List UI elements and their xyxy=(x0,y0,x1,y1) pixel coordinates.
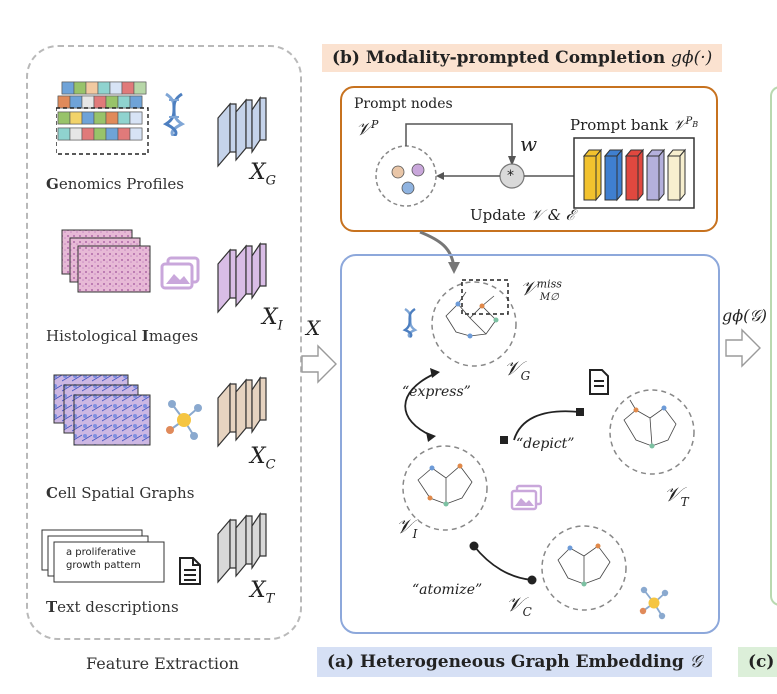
prompt-bank-bar-side xyxy=(637,148,644,202)
text-card-line-2: growth pattern xyxy=(66,560,141,571)
relation-depict: “depict” xyxy=(516,436,575,452)
vmiss-label: 𝒱missM∅ xyxy=(520,276,562,303)
heterogeneous-graph-box xyxy=(340,254,720,634)
vp-label: 𝒱P xyxy=(356,118,379,140)
vc-label: 𝒱C xyxy=(506,592,532,619)
g-phi-output-label: gϕ(𝒢) xyxy=(722,306,768,325)
prompt-bank-bar-side xyxy=(658,148,665,202)
histology-stack-icon xyxy=(60,228,160,298)
cell-graph-stack-icon xyxy=(52,373,162,453)
update-label: Update 𝒱 & ℰ xyxy=(470,206,575,224)
x-arrow-label: X xyxy=(306,316,321,340)
dna-icon-small xyxy=(402,308,418,338)
relation-express: “express” xyxy=(402,384,471,400)
prompt-bank-bar-side xyxy=(679,148,686,202)
feature-label-c: XC xyxy=(250,444,276,473)
feature-extraction-panel xyxy=(26,45,302,640)
feature-label-t: XT xyxy=(250,578,275,607)
multiply-operator: * xyxy=(507,168,514,184)
feature-label-i: XI xyxy=(262,305,283,334)
document-icon-small xyxy=(588,368,610,396)
vg-label: 𝒱G xyxy=(504,356,531,383)
panel-c-box xyxy=(770,86,777,606)
panel-a-title: (a) Heterogeneous Graph Embedding 𝒢 xyxy=(317,647,712,677)
prompt-nodes-label: Prompt nodes xyxy=(354,96,453,112)
w-label: w xyxy=(520,132,538,156)
feature-extraction-label: Feature Extraction xyxy=(86,654,239,673)
prompt-completion-box xyxy=(340,86,718,232)
dna-icon xyxy=(162,92,186,136)
text-card-line-1: a proliferative xyxy=(66,547,136,558)
vt-label: 𝒱T xyxy=(664,482,689,509)
molecule-icon-small xyxy=(638,584,670,622)
histology-caption: Histological Images xyxy=(46,327,199,345)
prompt-bank-label: Prompt bank 𝒱PB xyxy=(570,116,699,134)
panel-b-title: (b) Modality-prompted Completion gϕ(·) xyxy=(322,44,723,72)
image-icon xyxy=(160,256,200,290)
panel-c-title: (c) xyxy=(738,647,777,677)
genomics-caption: Genomics Profiles xyxy=(46,175,184,193)
feature-label-g: XG xyxy=(250,160,277,189)
prompt-bank-bar-side xyxy=(595,148,602,202)
molecule-icon xyxy=(164,396,204,444)
genomics-matrix-icon xyxy=(56,78,154,158)
cell-graph-caption: Cell Spatial Graphs xyxy=(46,484,195,502)
document-icon xyxy=(178,556,202,586)
image-icon-small xyxy=(510,484,542,512)
relation-atomize: “atomize” xyxy=(412,582,483,598)
text-card-stack: a proliferative growth pattern xyxy=(40,528,170,586)
text-caption: Text descriptions xyxy=(46,598,179,616)
vi-label: 𝒱I xyxy=(396,514,418,541)
prompt-bank-bar-side xyxy=(616,148,623,202)
